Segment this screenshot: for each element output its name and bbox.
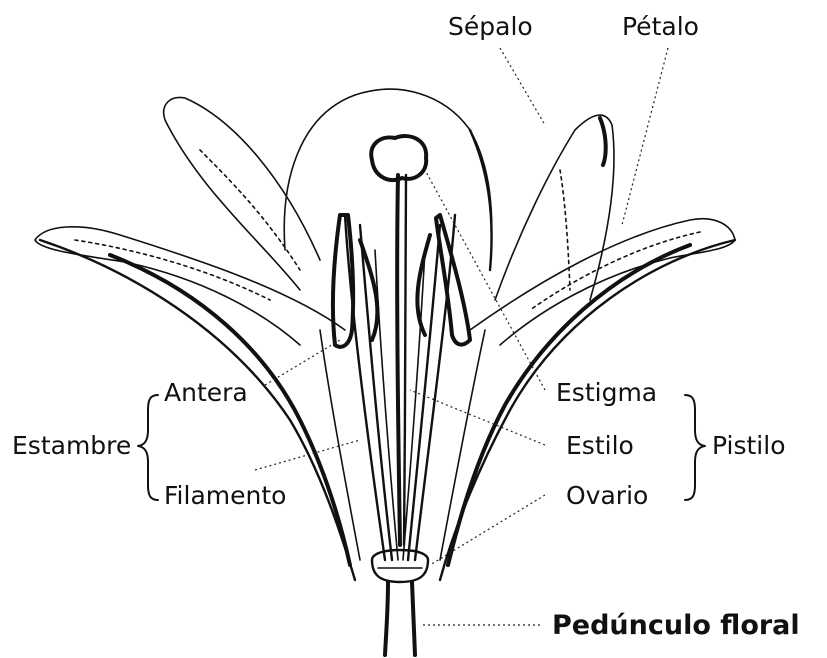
left-sepal <box>35 227 345 345</box>
label-sepalo: Sépalo <box>448 14 533 39</box>
label-estilo: Estilo <box>566 433 634 458</box>
leader-estigma <box>425 170 545 390</box>
brace-estambre <box>138 395 158 500</box>
label-antera: Antera <box>164 380 248 405</box>
style <box>397 175 400 545</box>
leader-sepalo <box>500 48 545 125</box>
back-left-sepal <box>164 97 320 290</box>
label-pistilo: Pistilo <box>712 433 786 458</box>
back-right-sepal <box>495 115 614 300</box>
outer-right-sepal-edge <box>440 240 735 580</box>
label-estigma: Estigma <box>556 380 657 405</box>
right-petal <box>470 219 735 345</box>
label-ovario: Ovario <box>566 483 648 508</box>
brace-pistilo <box>685 395 705 500</box>
label-estambre: Estambre <box>12 433 131 458</box>
peduncle <box>385 582 388 655</box>
outer-left-sepal-edge <box>40 240 355 580</box>
label-filamento: Filamento <box>164 483 286 508</box>
leader-petalo <box>622 48 668 225</box>
label-pedunculo: Pedúnculo floral <box>552 612 800 639</box>
ovary <box>372 550 428 582</box>
label-petalo: Pétalo <box>622 14 699 39</box>
